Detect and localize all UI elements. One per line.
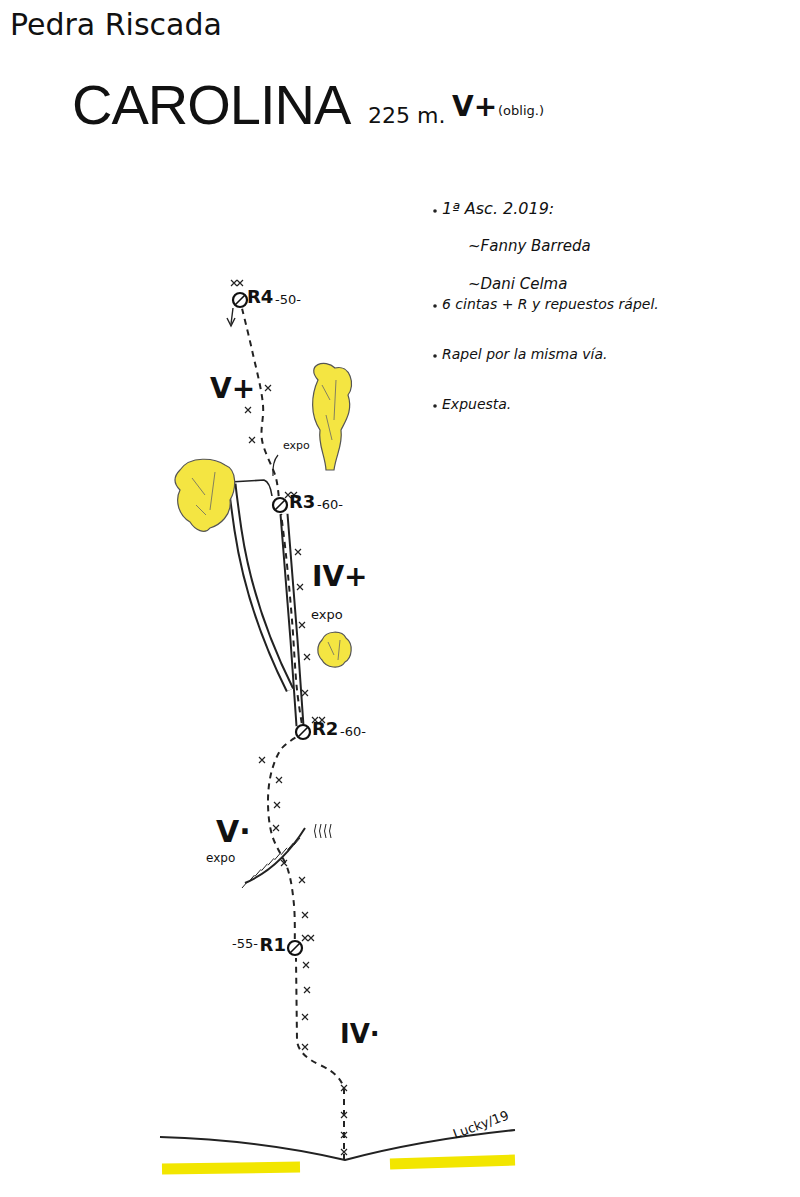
bolt-mark xyxy=(341,1132,347,1138)
bolt-mark xyxy=(302,1014,308,1020)
ground-marker xyxy=(162,1167,300,1169)
bolt-mark xyxy=(276,777,282,783)
route-pitch xyxy=(268,737,296,939)
bolt-mark xyxy=(299,622,305,628)
bolt-mark xyxy=(302,690,308,696)
grade: IV· xyxy=(340,1020,380,1049)
belay-station: R3-60- xyxy=(271,496,289,514)
bolt-mark xyxy=(302,935,308,941)
pitch-length: -60- xyxy=(340,725,366,739)
grade: IV+ xyxy=(312,562,368,593)
bolt-mark xyxy=(302,1044,308,1050)
note: 6 cintas + R y repuestos rápel. xyxy=(442,297,659,312)
grade-note: (oblig.) xyxy=(498,104,544,118)
bolt-mark xyxy=(231,280,237,286)
note: Expuesta. xyxy=(442,397,511,412)
bolt-mark xyxy=(237,280,243,286)
belay-circle xyxy=(294,723,312,741)
place-name: Pedra Riscada xyxy=(10,8,222,41)
belay-circle xyxy=(271,496,289,514)
rappel-arrow xyxy=(227,308,235,326)
belay-name: R4 xyxy=(247,287,273,307)
belay-name: R3 xyxy=(289,492,315,512)
signature: Lucky/19 xyxy=(451,1108,510,1141)
bolt-mark xyxy=(297,584,303,590)
bolt-mark xyxy=(299,877,305,883)
belay-station: R1-55- xyxy=(286,939,304,957)
ground-marker xyxy=(390,1160,515,1164)
tree xyxy=(313,363,352,470)
belay-circle xyxy=(231,291,249,309)
pitch-length: -55- xyxy=(232,937,258,951)
bolts xyxy=(231,280,347,1155)
bolt-mark xyxy=(341,1149,347,1155)
bolt-mark xyxy=(295,549,301,555)
note: ~Dani Celma xyxy=(468,276,567,293)
bolt-mark xyxy=(274,802,280,808)
grade: V· xyxy=(216,815,251,848)
grade: V+ xyxy=(452,92,497,123)
exposure-note: expo xyxy=(206,852,235,865)
belay-circle xyxy=(286,939,304,957)
bolt-mark xyxy=(341,1112,347,1118)
note: ~Fanny Barreda xyxy=(468,238,591,255)
overhang xyxy=(242,824,331,888)
tree xyxy=(318,632,351,667)
bolt-mark xyxy=(303,962,309,968)
bolt-mark xyxy=(265,385,271,391)
tree xyxy=(175,459,235,531)
bullet xyxy=(433,209,437,408)
exposure-note: expo xyxy=(283,440,310,452)
route-title: CAROLINA xyxy=(72,74,350,136)
pitch-length: -50- xyxy=(275,293,301,307)
bolt-mark xyxy=(304,654,310,660)
belay-name: R1 xyxy=(260,935,286,955)
bolt-mark xyxy=(249,437,255,443)
note: 1ª Asc. 2.019: xyxy=(442,200,554,218)
note: Rapel por la misma vía. xyxy=(442,347,607,362)
bolt-mark xyxy=(259,757,265,763)
bolt-mark xyxy=(273,825,279,831)
belay-name: R2 xyxy=(312,719,338,739)
grade: V+ xyxy=(210,374,255,405)
route-length: 225 m. xyxy=(368,104,445,128)
belay-station: R4-50- xyxy=(231,291,249,309)
bolt-mark xyxy=(245,407,251,413)
crack xyxy=(230,480,300,726)
belay-station: R2-60- xyxy=(294,723,312,741)
bolt-mark xyxy=(308,935,314,941)
pitch-length: -60- xyxy=(317,498,343,512)
route-start xyxy=(296,958,344,1160)
bolt-mark xyxy=(302,912,308,918)
bolt-mark xyxy=(304,987,310,993)
exposure-note: expo xyxy=(311,608,343,622)
route-pitch xyxy=(281,514,302,723)
bolt-mark xyxy=(341,1085,347,1091)
